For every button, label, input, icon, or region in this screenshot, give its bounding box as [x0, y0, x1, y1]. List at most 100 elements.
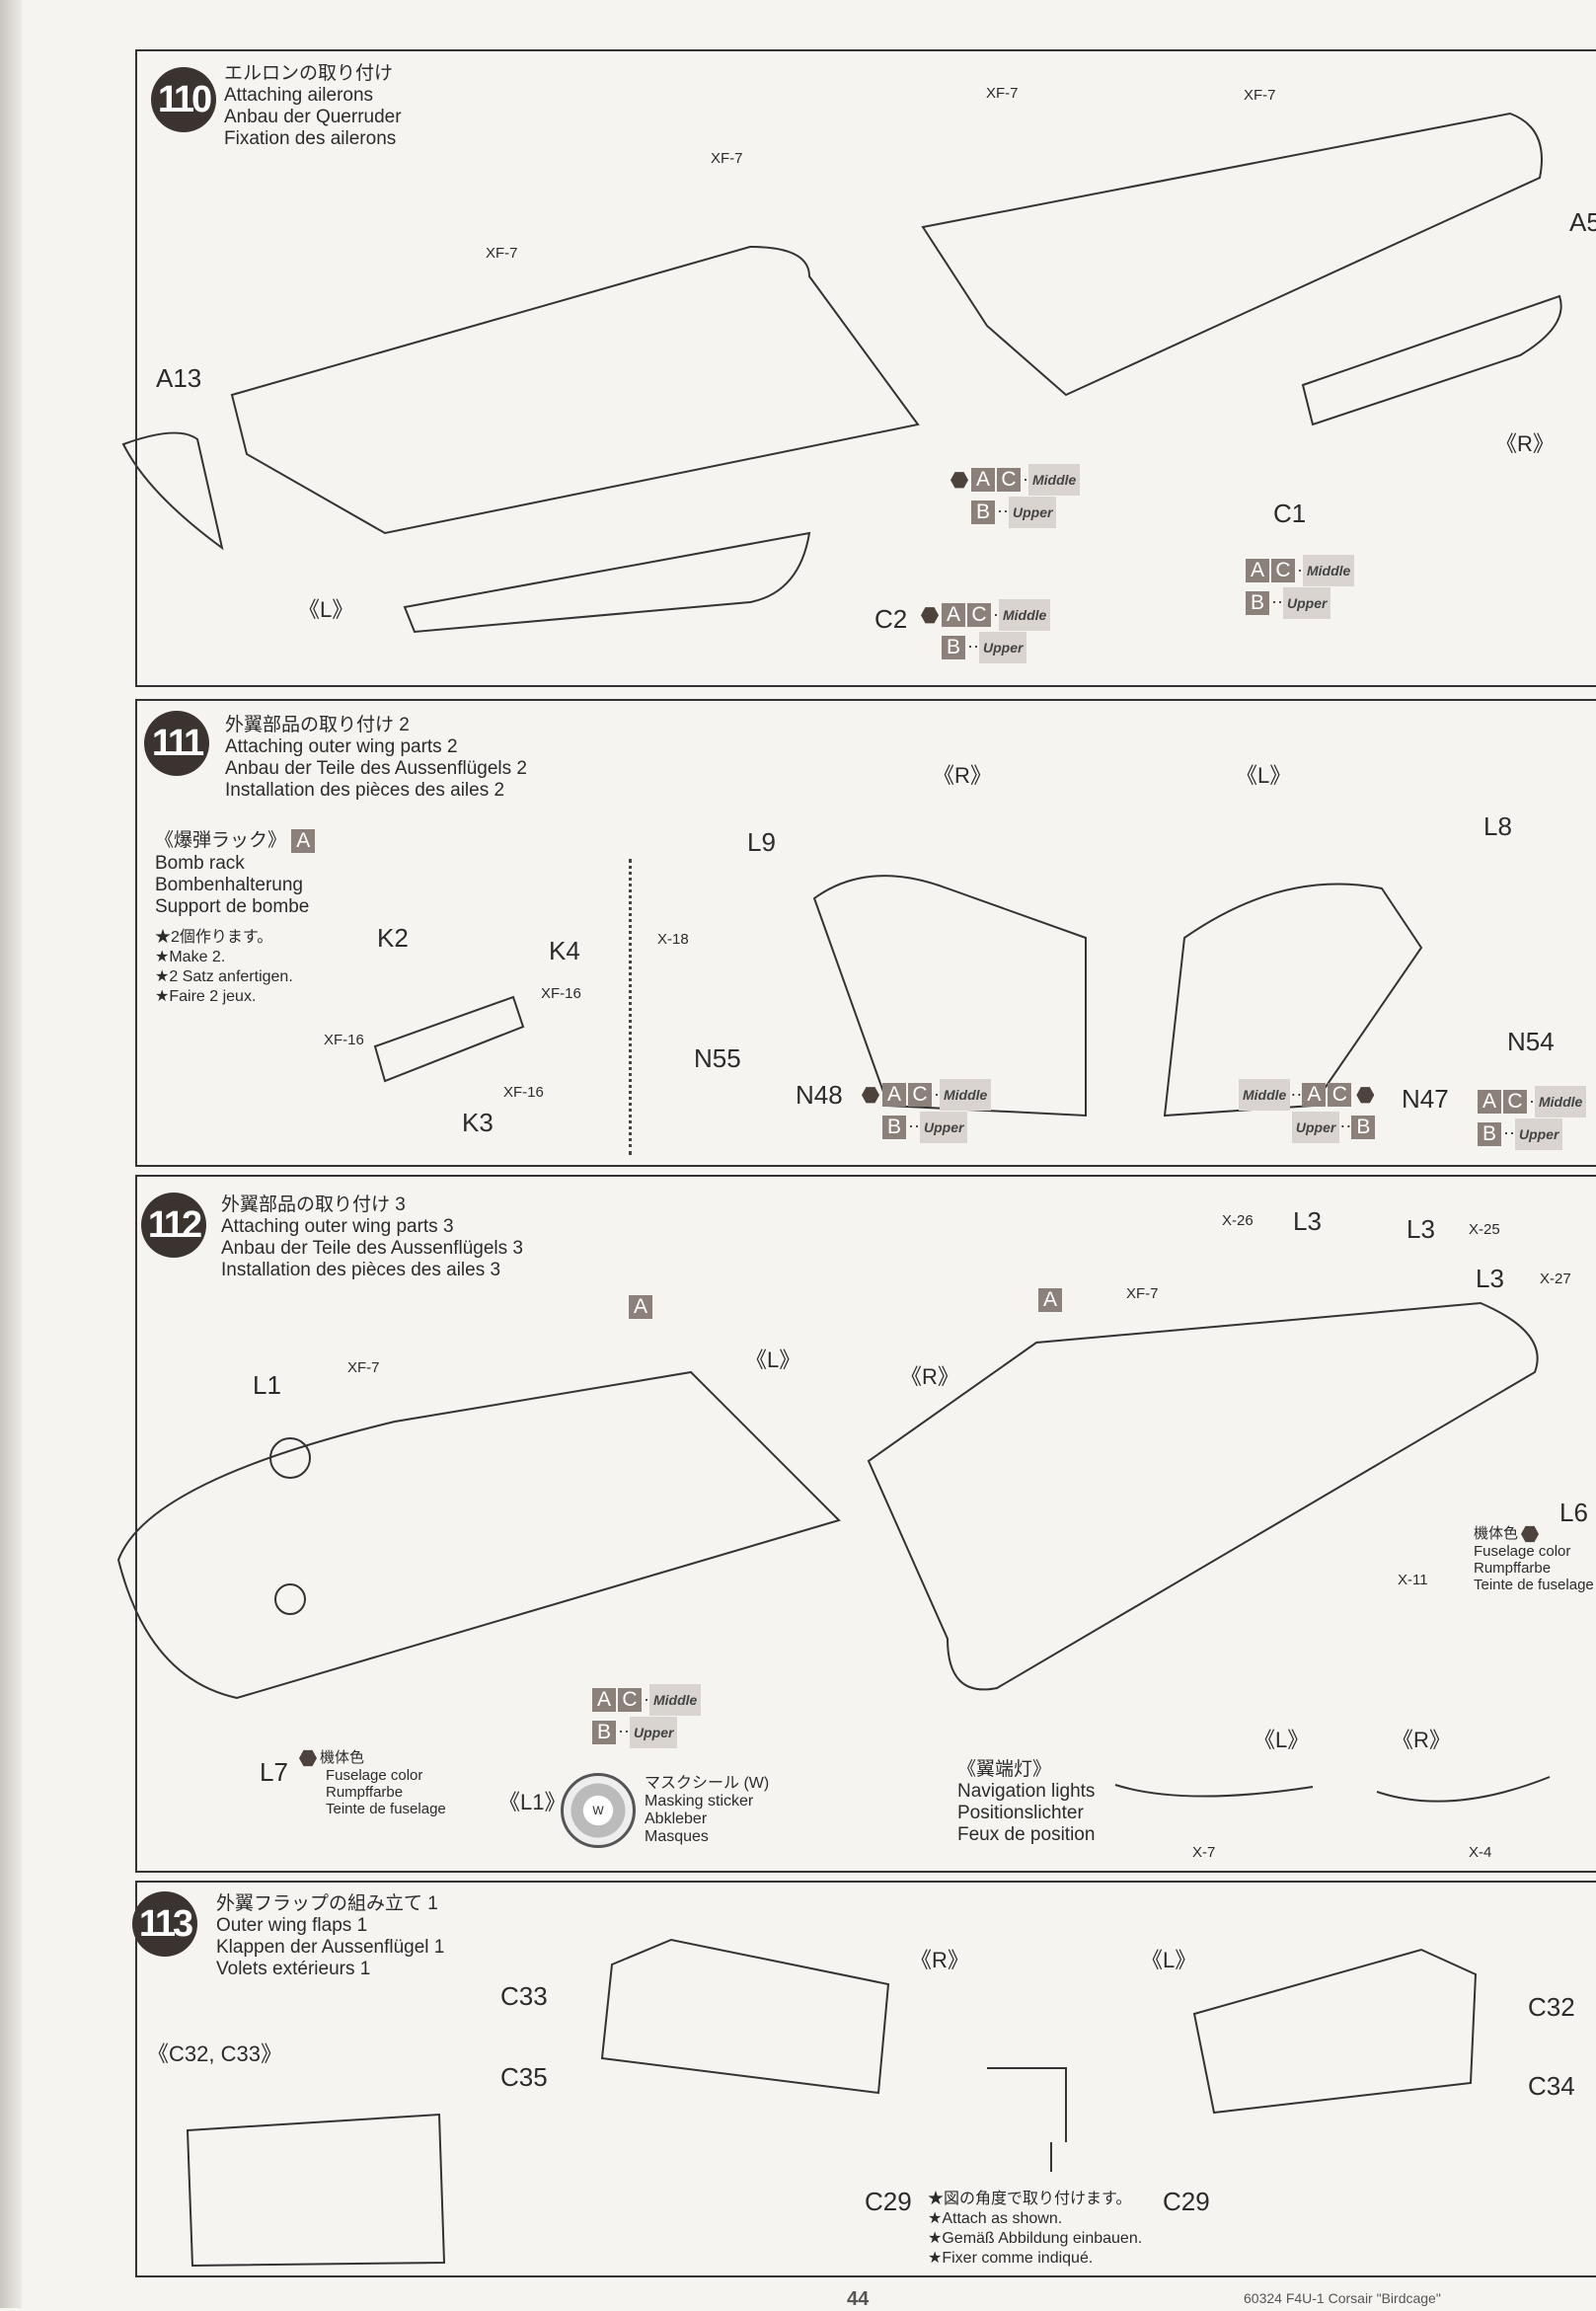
page-number: 44: [847, 2288, 870, 2310]
part-label: C35: [500, 2062, 548, 2092]
sep: ·: [934, 1084, 940, 1104]
masking-en: Masking sticker: [645, 1793, 754, 1810]
step-title: 外翼部品の取り付け 2 Attaching outer wing parts 2…: [225, 715, 527, 802]
bomb-rack-de: Bombenhalterung: [155, 875, 303, 895]
paint-label: XF-7: [986, 85, 1019, 102]
upper-tag: Upper: [1515, 1117, 1563, 1150]
masking-ja: マスクシール: [645, 1775, 740, 1792]
paint-label: X-18: [657, 931, 689, 948]
part-label: L7: [260, 1757, 288, 1787]
side-label: 《R》: [900, 1364, 959, 1389]
step-title: 外翼部品の取り付け 3 Attaching outer wing parts 3…: [221, 1194, 523, 1281]
paint-b: B: [971, 500, 995, 524]
part-label: L1: [253, 1370, 281, 1400]
paint-b: B: [1351, 1115, 1376, 1139]
attach-notes: ★図の角度で取り付けます。 ★Attach as shown. ★Gemäß A…: [928, 2190, 1142, 2269]
side-label: 《L》: [1141, 1948, 1197, 1972]
title-fr: Volets extérieurs 1: [216, 1959, 371, 1979]
paint-a: A: [882, 1083, 906, 1108]
side-label: 《R》: [1392, 1728, 1451, 1752]
part-label: 《L1》: [498, 1790, 567, 1814]
part-label: C32: [1528, 1992, 1575, 2022]
page-spine: [0, 0, 22, 2308]
section-divider: [629, 859, 632, 1155]
paint-a: A: [592, 1688, 616, 1713]
part-label: N54: [1507, 1027, 1555, 1056]
title-de: Anbau der Teile des Aussenflügels 2: [225, 758, 527, 779]
masking-sticker-icon: W: [561, 1773, 636, 1848]
sep: ·: [1023, 469, 1028, 489]
middle-tag: Middle: [999, 599, 1051, 632]
step-title: 外翼フラップの組み立て 1 Outer wing flaps 1 Klappen…: [216, 1893, 444, 1980]
middle-tag: Middle: [940, 1079, 992, 1112]
step-111-panel: [135, 699, 1596, 1167]
paint-icon: [299, 1749, 317, 1767]
part-label: L6: [1559, 1498, 1588, 1527]
part-label: L3: [1293, 1206, 1322, 1236]
middle-tag: Middle: [1535, 1086, 1587, 1118]
paint-label: X-26: [1222, 1212, 1254, 1229]
nav-fr: Feux de position: [957, 1824, 1096, 1845]
color-ja: 機体色: [1474, 1525, 1519, 1542]
sep: ··: [1339, 1116, 1352, 1136]
title-de: Anbau der Teile des Aussenflügels 3: [221, 1238, 523, 1259]
note: ★2 Satz anfertigen.: [155, 968, 293, 985]
part-tree-a: A: [629, 1295, 652, 1319]
part-label: C29: [865, 2187, 912, 2216]
step-number: 113: [132, 1891, 197, 1957]
upper-tag: Upper: [920, 1111, 968, 1143]
nav-de: Positionslichter: [957, 1803, 1084, 1823]
title-ja: エルロンの取り付け: [224, 63, 394, 84]
paint-b: B: [592, 1720, 616, 1744]
paint-label: X-4: [1469, 1844, 1492, 1861]
nav-lights-note: 《翼端灯》 Navigation lights Positionslichter…: [957, 1759, 1095, 1846]
part-label: C29: [1163, 2187, 1210, 2216]
part-label: L3: [1406, 1214, 1435, 1244]
paint-label: X-25: [1469, 1221, 1500, 1238]
part-label: N55: [694, 1043, 741, 1073]
nav-ja: 《翼端灯》: [957, 1759, 1052, 1780]
paint-label: X-7: [1192, 1844, 1216, 1861]
paint-a: A: [1478, 1090, 1501, 1115]
step-113-panel: [135, 1881, 1596, 2277]
paint-label: X-27: [1540, 1271, 1571, 1287]
masking-sticker-note: マスクシール (W) Masking sticker Abkleber Masq…: [645, 1775, 770, 1845]
part-label: A13: [156, 363, 202, 393]
masking-tree: W: [748, 1775, 764, 1792]
sep: ··: [1271, 591, 1283, 612]
title-ja: 外翼フラップの組み立て 1: [216, 1893, 438, 1914]
sticker-letter: W: [592, 1804, 604, 1817]
paint-icon: [1521, 1525, 1540, 1543]
part-label: A5: [1569, 207, 1596, 237]
paint-icon: [921, 607, 939, 624]
sep: ·: [993, 604, 999, 624]
sep: ·: [1297, 560, 1303, 579]
sep: ··: [997, 501, 1009, 521]
paint-label: XF-7: [347, 1359, 380, 1376]
paint-label: X-11: [1398, 1572, 1428, 1588]
side-label: 《L》: [298, 597, 354, 622]
part-label: N48: [796, 1080, 843, 1110]
paint-b: B: [882, 1115, 906, 1139]
sep: ·: [644, 1689, 649, 1709]
side-label: 《R》: [910, 1948, 969, 1972]
sep: ··: [1503, 1122, 1515, 1143]
step-number: 111: [144, 711, 209, 776]
nav-en: Navigation lights: [957, 1781, 1096, 1802]
fuselage-color-note: 機体色 Fuselage color Rumpffarbe Teinte de …: [1474, 1525, 1594, 1593]
paint-label: XF-7: [486, 245, 518, 262]
note: ★Attach as shown.: [928, 2210, 1063, 2227]
title-en: Outer wing flaps 1: [216, 1915, 368, 1936]
upper-tag: Upper: [1291, 1111, 1340, 1143]
note: ★Fixer comme indiqué.: [928, 2250, 1094, 2267]
paint-icon: [950, 472, 968, 489]
note: ★図の角度で取り付けます。: [928, 2191, 1132, 2207]
bomb-rack-en: Bomb rack: [155, 853, 245, 874]
title-de: Anbau der Querruder: [224, 107, 402, 127]
title-ja: 外翼部品の取り付け 2: [225, 715, 410, 735]
paint-c: C: [1328, 1083, 1352, 1108]
